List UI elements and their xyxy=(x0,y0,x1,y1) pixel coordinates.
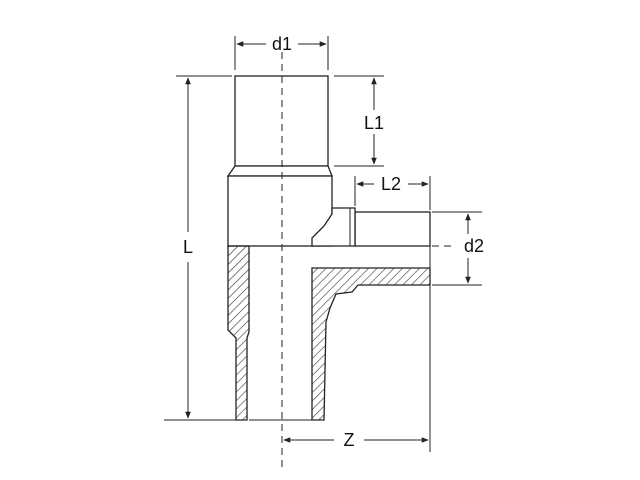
d2-label: d2 xyxy=(464,236,484,256)
left-wall-section xyxy=(227,245,250,421)
socket-step xyxy=(226,165,333,177)
Z-label: Z xyxy=(344,430,355,450)
d1-label: d1 xyxy=(272,34,292,54)
L1-label: L1 xyxy=(364,113,384,133)
L2-label: L2 xyxy=(381,174,401,194)
upper-body xyxy=(227,175,333,247)
branch-wall-section xyxy=(311,267,431,421)
L-label: L xyxy=(183,237,193,257)
side-branch-pipe xyxy=(354,211,431,247)
branch-hub xyxy=(311,207,356,247)
